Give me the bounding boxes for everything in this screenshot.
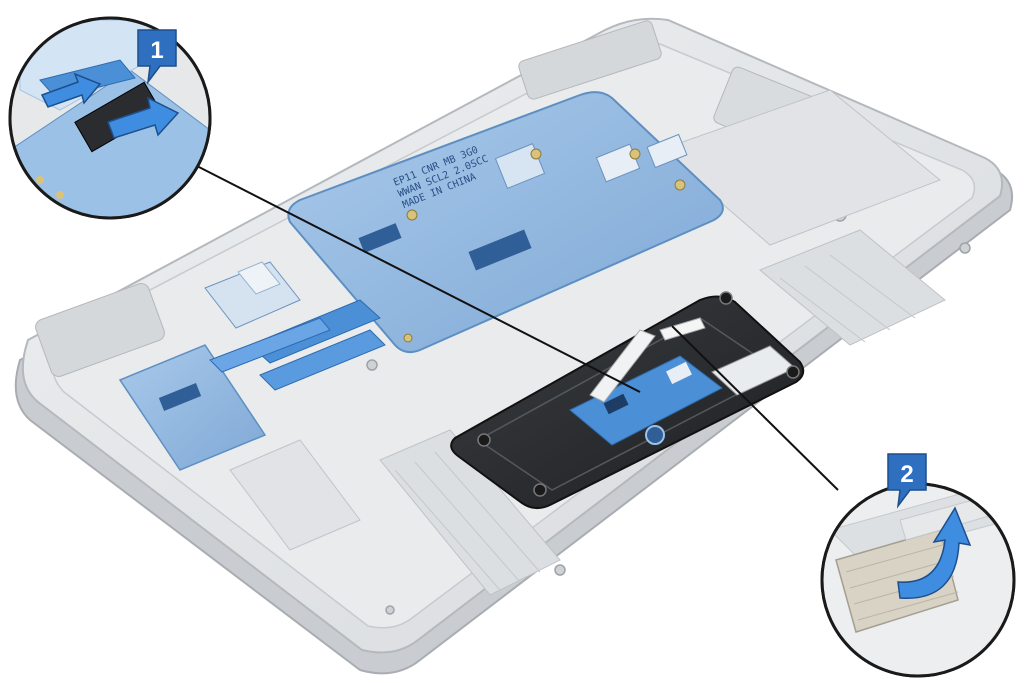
wlan-card: [204, 261, 301, 329]
speaker-left: [379, 429, 561, 596]
peel-arrow-icon: [897, 506, 972, 599]
frame-block: [659, 89, 941, 246]
screw-boss: [959, 242, 971, 254]
step-1-badge-icon: 1: [137, 29, 177, 85]
flex-cable: [209, 317, 331, 373]
callout-2-tape: [835, 529, 959, 633]
screw-boss: [554, 564, 566, 576]
board-connector: [358, 223, 402, 253]
adhesive-tape: [659, 317, 706, 341]
board-screw: [403, 333, 413, 343]
board-screw: [406, 209, 418, 221]
callout-step-1: 1: [8, 16, 212, 220]
board-label: [646, 133, 688, 169]
callout-1-pad: [56, 191, 64, 199]
callout-step-2: 2: [820, 453, 1016, 678]
wlan-card-label: [237, 261, 281, 295]
screw-boss: [366, 359, 378, 371]
touchpad-label: [666, 361, 692, 385]
touchpad-screw: [786, 365, 800, 379]
touchpad-screw: [533, 483, 547, 497]
leader-line-step-2: [671, 325, 839, 491]
board-connector: [468, 229, 532, 271]
hinge-bracket-left: [35, 283, 165, 377]
io-board-body: [118, 344, 267, 471]
board-screw: [629, 148, 641, 160]
hinge-bracket: [518, 20, 662, 100]
step-2-badge-icon: 2: [887, 453, 927, 509]
laptop-base: [14, 17, 1014, 675]
board-screw: [530, 148, 542, 160]
speaker-right: [759, 229, 946, 346]
touchpad-screw: [477, 433, 491, 447]
touchpad-connector: [603, 393, 629, 415]
board-screw: [674, 179, 686, 191]
touchpad-standoff: [645, 425, 665, 445]
io-connector: [158, 383, 202, 411]
leader-line-step-1: [194, 164, 641, 393]
screw-boss: [385, 605, 395, 615]
frame-block: [229, 439, 361, 551]
step-2-number: 2: [900, 461, 913, 488]
flex-cables: [209, 299, 386, 391]
flex-cable: [259, 329, 386, 391]
touchpad-screw: [719, 291, 733, 305]
release-arrow-icon: [40, 72, 102, 108]
touchpad-tape: [589, 329, 656, 403]
callout-1-pad: [36, 176, 44, 184]
pull-arrow-icon: [107, 96, 180, 139]
touchpad-assembly: [450, 291, 805, 509]
io-board: [118, 344, 267, 471]
step-1-number: 1: [150, 37, 163, 64]
